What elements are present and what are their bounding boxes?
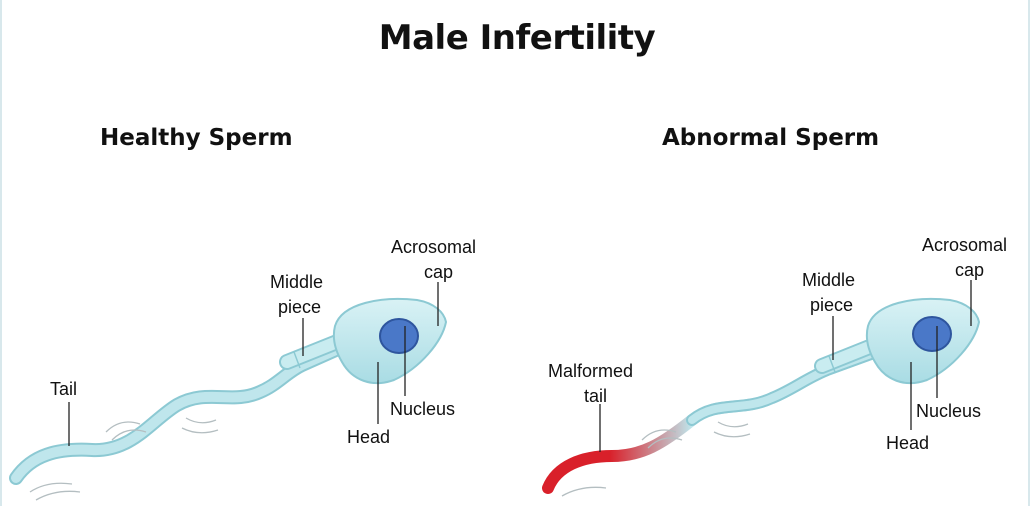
healthy-label-middle-piece-line2: piece: [278, 297, 322, 317]
abnormal-label-middle-piece-line2: piece: [810, 295, 854, 315]
abnormal-label-acrosomal-cap-line2: cap: [955, 260, 985, 280]
healthy-heading: Healthy Sperm: [100, 125, 293, 151]
abnormal-label-tail-line2: tail: [584, 386, 608, 406]
abnormal-motion-lines: [561, 421, 751, 497]
abnormal-sperm: [542, 280, 981, 497]
healthy-label-nucleus: Nucleus: [390, 399, 456, 419]
healthy-motion-lines: [29, 417, 219, 501]
healthy-label-tail: Tail: [50, 379, 78, 399]
abnormal-label-middle-piece-line1: Middle: [802, 270, 856, 290]
abnormal-label-acrosomal-cap-line1: Acrosomal: [922, 235, 1008, 255]
page-title: Male Infertility: [378, 18, 656, 58]
abnormal-label-nucleus: Nucleus: [916, 401, 982, 421]
healthy-label-acrosomal-cap-line1: Acrosomal: [391, 237, 477, 257]
healthy-nucleus-icon: [379, 318, 419, 354]
abnormal-label-tail-line1: Malformed: [548, 361, 634, 381]
healthy-sperm: [9, 282, 448, 501]
abnormal-nucleus-icon: [912, 316, 952, 352]
abnormal-heading: Abnormal Sperm: [662, 125, 880, 151]
healthy-label-middle-piece-line1: Middle: [270, 272, 324, 292]
abnormal-label-head: Head: [886, 433, 930, 453]
healthy-label-head: Head: [347, 427, 391, 447]
healthy-label-acrosomal-cap-line2: cap: [424, 262, 454, 282]
